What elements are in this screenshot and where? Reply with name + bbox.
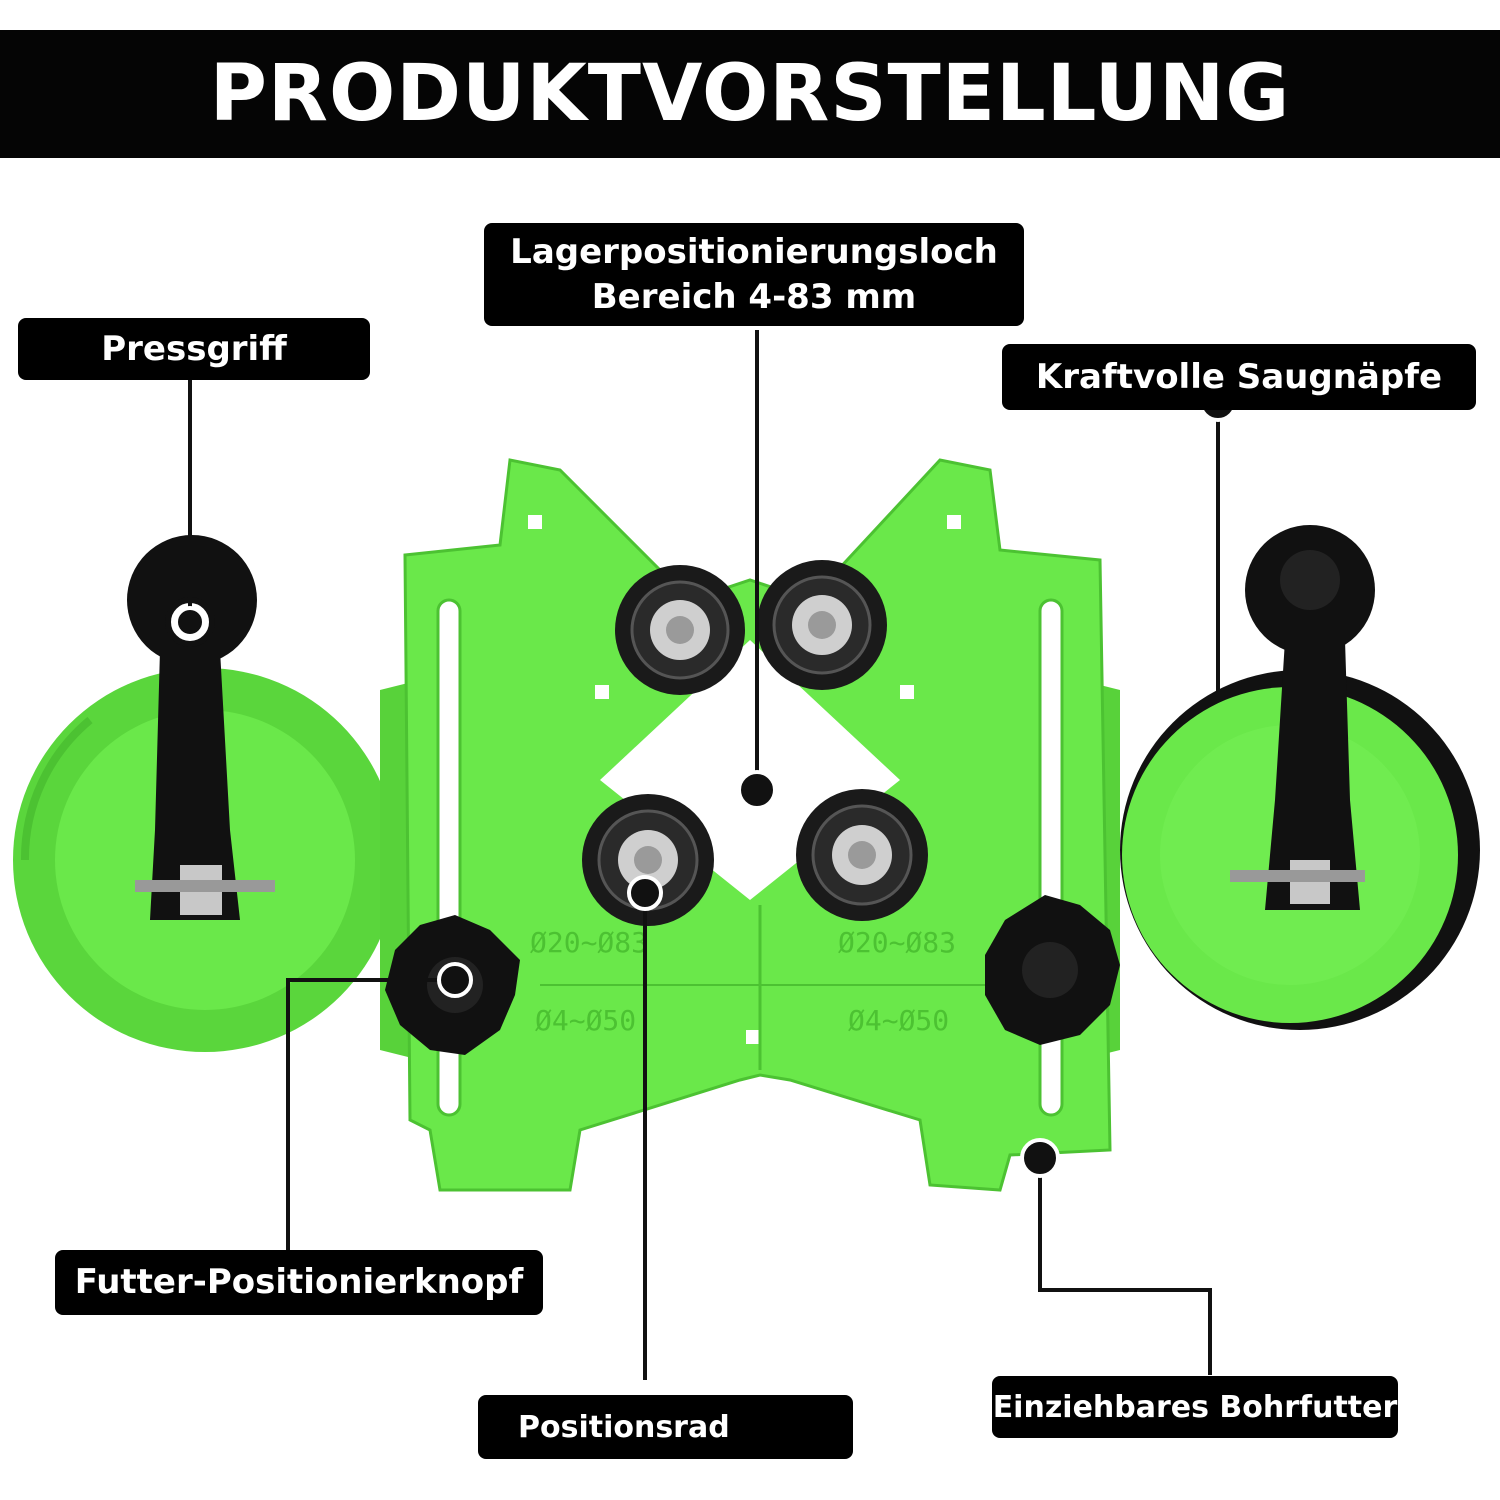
callout-chuck-positioning-knob: Futter-Positionierknopf	[55, 1250, 543, 1315]
scale-label-lower-right: Ø4~Ø50	[848, 1004, 949, 1037]
bearing-wheel-bottom-right	[796, 789, 928, 921]
bearing-wheel-top-left	[615, 565, 745, 695]
callout-bearing-hole-line1: Lagerpositionierungsloch	[510, 232, 998, 273]
guide-body	[380, 458, 1120, 1192]
leader-lines	[188, 330, 1220, 1380]
page-title: PRODUKTVORSTELLUNG	[209, 49, 1291, 139]
callout-bearing-positioning-hole: Lagerpositionierungsloch Bereich 4-83 mm	[484, 223, 1024, 326]
bearing-wheel-bottom-left	[582, 794, 714, 926]
right-star-knob	[985, 895, 1120, 1045]
callout-position-wheel-label: Positionsrad	[518, 1409, 730, 1445]
callout-chuck-knob-label: Futter-Positionierknopf	[74, 1262, 524, 1303]
callout-suction-cups: Kraftvolle Saugnäpfe	[1002, 344, 1476, 410]
scale-label-lower-left: Ø4~Ø50	[535, 1004, 636, 1037]
bearing-wheels	[582, 560, 928, 926]
scale-label-upper-right: Ø20~Ø83	[838, 926, 956, 959]
callout-retractable-chuck-label: Einziehbares Bohrfutter	[992, 1389, 1398, 1425]
scale-label-upper-left: Ø20~Ø83	[530, 926, 648, 959]
callout-suction-cups-label: Kraftvolle Saugnäpfe	[1035, 356, 1443, 397]
callout-position-wheel: Positionsrad	[478, 1395, 853, 1459]
callout-press-handle: Pressgriff	[18, 318, 370, 380]
title-banner: PRODUKTVORSTELLUNG	[0, 30, 1500, 158]
callout-press-handle-label: Pressgriff	[101, 328, 287, 369]
bearing-wheel-top-right	[757, 560, 887, 690]
callout-bearing-hole-line2: Bereich 4-83 mm	[591, 276, 917, 317]
right-press-handle	[1230, 525, 1375, 910]
callout-retractable-chuck: Einziehbares Bohrfutter	[992, 1376, 1398, 1438]
